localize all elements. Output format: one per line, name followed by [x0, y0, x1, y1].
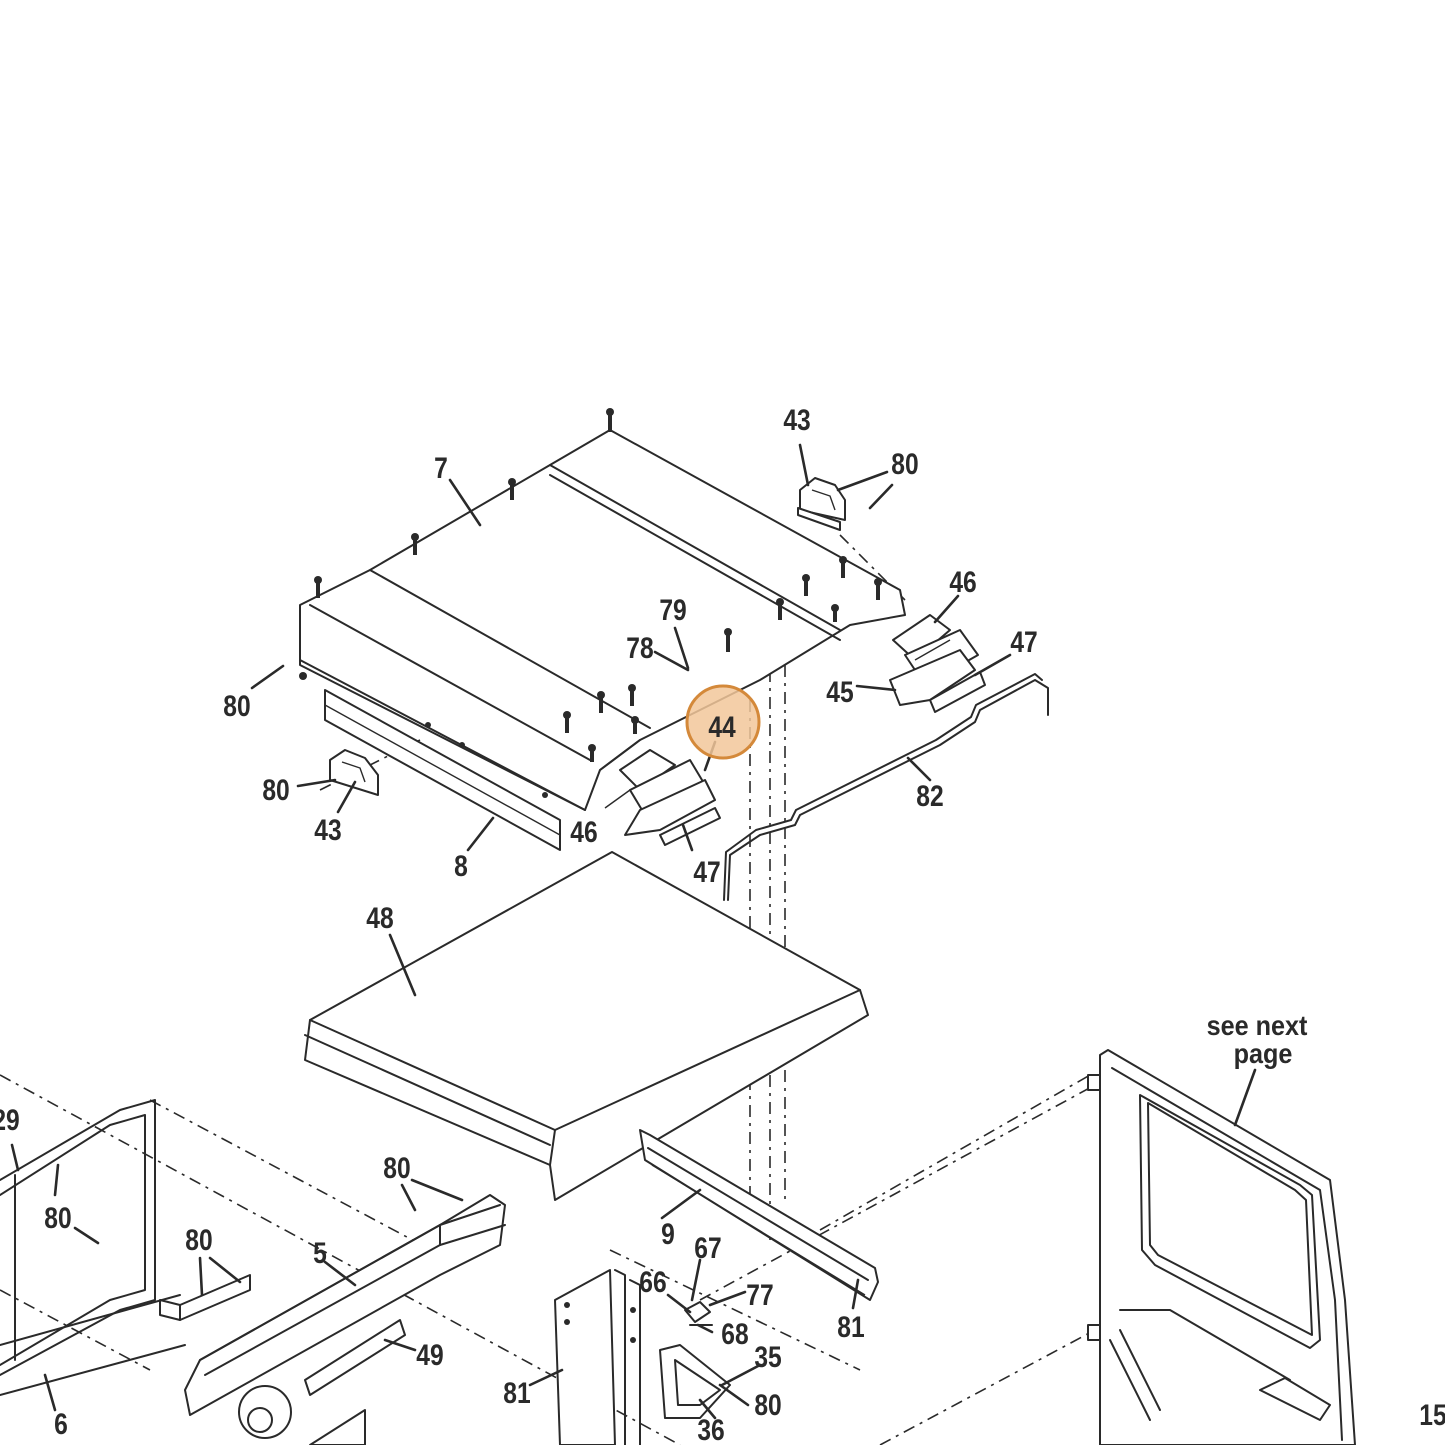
callout-80-bottom[interactable]: 80 — [754, 1388, 781, 1422]
front-strip-8 — [324, 689, 561, 851]
wiring-harness-82 — [723, 673, 1049, 901]
callout-6[interactable]: 6 — [54, 1407, 68, 1441]
callout-80-bracket[interactable]: 80 — [185, 1223, 212, 1257]
fastener-66-67-68 — [684, 1301, 713, 1326]
crossmember-5 — [184, 1194, 506, 1416]
post-81 — [554, 1269, 641, 1445]
callout-43-top[interactable]: 43 — [783, 403, 810, 437]
highlight-circle — [685, 684, 761, 760]
cab-frame-left — [0, 1099, 186, 1396]
roof-bolts — [299, 408, 882, 798]
bracket-35-36 — [659, 1344, 731, 1419]
see-next-page-note: see next page — [1207, 1010, 1308, 1070]
callout-15[interactable]: 15 — [1419, 1398, 1445, 1432]
callout-36[interactable]: 36 — [697, 1413, 724, 1445]
callout-29[interactable]: 29 — [0, 1103, 20, 1137]
blower-housing — [238, 1385, 366, 1445]
assembly-dash-lines — [0, 534, 1096, 1445]
callout-9[interactable]: 9 — [661, 1217, 675, 1251]
callout-46-right[interactable]: 46 — [949, 565, 976, 599]
callout-81-post[interactable]: 81 — [503, 1376, 530, 1410]
headliner-panel-48 — [304, 851, 869, 1201]
callout-68[interactable]: 68 — [721, 1317, 748, 1351]
callout-48[interactable]: 48 — [366, 901, 393, 935]
callout-77[interactable]: 77 — [746, 1278, 773, 1312]
callout-47-right[interactable]: 47 — [1010, 625, 1037, 659]
callout-81-strip[interactable]: 81 — [837, 1310, 864, 1344]
callout-47-left[interactable]: 47 — [693, 855, 720, 889]
callout-80-left[interactable]: 80 — [262, 773, 289, 807]
light-assembly-left — [604, 749, 721, 846]
callout-78[interactable]: 78 — [626, 631, 653, 665]
callout-43-left[interactable]: 43 — [314, 813, 341, 847]
callout-8[interactable]: 8 — [454, 849, 468, 883]
callout-67[interactable]: 67 — [694, 1231, 721, 1265]
callout-45[interactable]: 45 — [826, 675, 853, 709]
note-line-2: page — [1234, 1038, 1293, 1070]
leader-lines — [10, 443, 1257, 1420]
side-strip-9 — [639, 1129, 879, 1301]
callout-66[interactable]: 66 — [639, 1265, 666, 1299]
bracket-80 — [159, 1274, 251, 1321]
callout-46-left[interactable]: 46 — [570, 815, 597, 849]
callout-80-top[interactable]: 80 — [891, 447, 918, 481]
light-assembly-right — [889, 614, 986, 713]
callout-5[interactable]: 5 — [313, 1236, 327, 1270]
callout-82[interactable]: 82 — [916, 779, 943, 813]
callout-80-left-top[interactable]: 80 — [223, 689, 250, 723]
note-line-1: see next — [1207, 1010, 1308, 1042]
callout-44[interactable]: 44 — [708, 710, 736, 744]
roof-panel-7 — [299, 429, 906, 811]
grab-handle-43-top — [797, 477, 846, 531]
callout-80-crossmember[interactable]: 80 — [383, 1151, 410, 1185]
callout-79[interactable]: 79 — [659, 593, 686, 627]
callout-49[interactable]: 49 — [416, 1338, 443, 1372]
callout-labels: 44 7 43 80 46 47 79 78 45 80 80 43 8 46 … — [0, 403, 1445, 1445]
callout-80-frame[interactable]: 80 — [44, 1201, 71, 1235]
grab-handle-43-left — [329, 749, 379, 796]
cab-door — [1087, 1049, 1356, 1445]
callout-35[interactable]: 35 — [754, 1340, 781, 1374]
bar-49 — [304, 1319, 406, 1396]
callout-7[interactable]: 7 — [434, 451, 448, 485]
